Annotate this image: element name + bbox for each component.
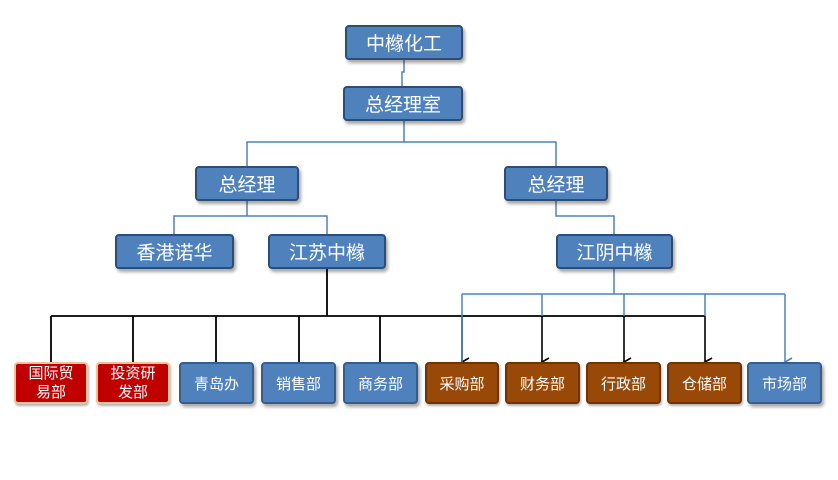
node-intl-trade-line2: 易部 — [35, 383, 66, 401]
node-jiangyin: 江阴中橼 — [556, 234, 673, 269]
node-company: 中橼化工 — [345, 25, 463, 60]
connector-gm-left-subs — [173, 200, 328, 234]
node-jiangsu: 江苏中橼 — [268, 234, 386, 269]
connector-gm-right-jiangyin — [555, 200, 615, 234]
connector-top-office — [401, 58, 405, 86]
node-gm-right: 总经理 — [504, 166, 608, 201]
connector-jiangyin-depts — [461, 268, 785, 362]
node-sales: 销售部 — [261, 362, 336, 404]
node-storage: 仓储部 — [667, 362, 742, 404]
node-intl-trade-line1: 国际贸 — [28, 364, 74, 382]
node-invest-rd-line1: 投资研 — [110, 364, 156, 382]
node-admin: 行政部 — [586, 362, 661, 404]
node-qingdao: 青岛办 — [179, 362, 254, 404]
node-market: 市场部 — [747, 362, 822, 404]
node-gm-left: 总经理 — [195, 166, 299, 201]
node-invest-rd: 投资研 发部 — [96, 362, 170, 404]
node-finance: 财务部 — [505, 362, 580, 404]
connector-office-gm — [246, 120, 557, 166]
node-commerce: 商务部 — [343, 362, 418, 404]
node-intl-trade: 国际贸 易部 — [14, 362, 88, 404]
node-purchase: 采购部 — [425, 362, 499, 404]
node-hk-novartis: 香港诺华 — [115, 234, 234, 269]
connector-jiangsu-depts — [50, 268, 705, 362]
node-invest-rd-line2: 发部 — [117, 383, 148, 401]
node-gm-office: 总经理室 — [343, 86, 463, 121]
